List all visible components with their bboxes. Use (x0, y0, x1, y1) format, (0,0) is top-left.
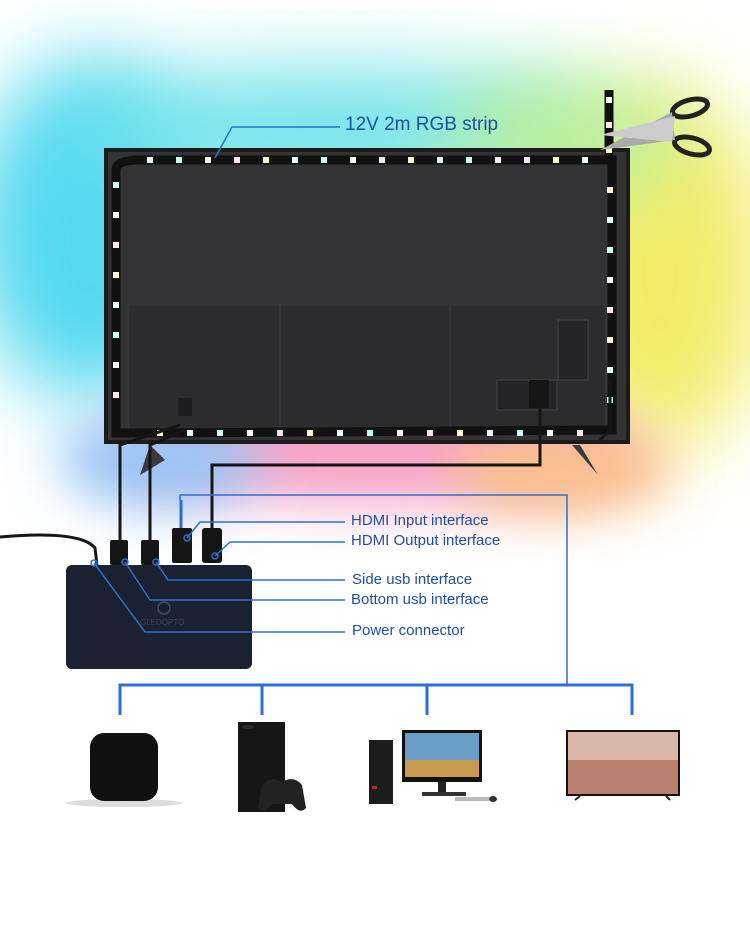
connectors (110, 380, 549, 565)
led-chip (437, 157, 443, 163)
led-chip (607, 307, 613, 313)
cables (0, 380, 612, 566)
led-chip (577, 430, 583, 436)
led-chip (113, 302, 119, 308)
led-chip (606, 97, 612, 103)
led-chip (606, 147, 612, 153)
led-chip (247, 430, 253, 436)
led-chip (524, 157, 530, 163)
desktop-pc-icon (369, 730, 497, 804)
scissors-icon (600, 96, 713, 158)
led-chip (367, 430, 373, 436)
tv-back (104, 148, 630, 475)
led-chip (408, 157, 414, 163)
led-chip (607, 247, 613, 253)
led-chip (217, 430, 223, 436)
led-chip (457, 430, 463, 436)
led-chip (321, 157, 327, 163)
led-chip (547, 430, 553, 436)
led-chip (307, 430, 313, 436)
led-chip (187, 430, 193, 436)
label-bottom-usb: Bottom usb interface (351, 591, 489, 608)
tv-icon (566, 730, 680, 801)
label-side-usb: Side usb interface (352, 571, 473, 588)
game-console-icon (238, 722, 306, 812)
led-chip (147, 157, 153, 163)
led-chip (113, 392, 119, 398)
led-chip (113, 242, 119, 248)
led-chip (582, 157, 588, 163)
led-chip (292, 157, 298, 163)
led-chip (113, 212, 119, 218)
led-chip (113, 182, 119, 188)
led-chip (487, 430, 493, 436)
label-hdmi-input: HDMI Input interface (351, 512, 489, 529)
led-chip (113, 272, 119, 278)
led-chip (607, 367, 613, 373)
controller-box: GLEDOPTO (66, 565, 252, 669)
led-chip (277, 430, 283, 436)
led-chip (606, 122, 612, 128)
led-chip (607, 187, 613, 193)
led-chip (113, 362, 119, 368)
led-chip (517, 430, 523, 436)
label-power: Power connector (352, 622, 465, 639)
led-chip (205, 157, 211, 163)
led-chip (234, 157, 240, 163)
led-chip (607, 217, 613, 223)
led-chip (176, 157, 182, 163)
callout-lines (90, 126, 634, 715)
led-chip (607, 277, 613, 283)
led-chip (397, 430, 403, 436)
brand-logo: GLEDOPTO (140, 618, 184, 627)
led-chip (337, 430, 343, 436)
led-strip (111, 90, 617, 438)
led-chip (553, 157, 559, 163)
led-chip (495, 157, 501, 163)
led-chip (263, 157, 269, 163)
strip-title: 12V 2m RGB strip (345, 114, 499, 135)
label-hdmi-output: HDMI Output interface (351, 532, 501, 549)
led-chip (350, 157, 356, 163)
led-chip (466, 157, 472, 163)
led-chip (379, 157, 385, 163)
led-chip (607, 337, 613, 343)
led-chip (113, 332, 119, 338)
led-chip (427, 430, 433, 436)
streaming-box-icon (66, 733, 182, 807)
